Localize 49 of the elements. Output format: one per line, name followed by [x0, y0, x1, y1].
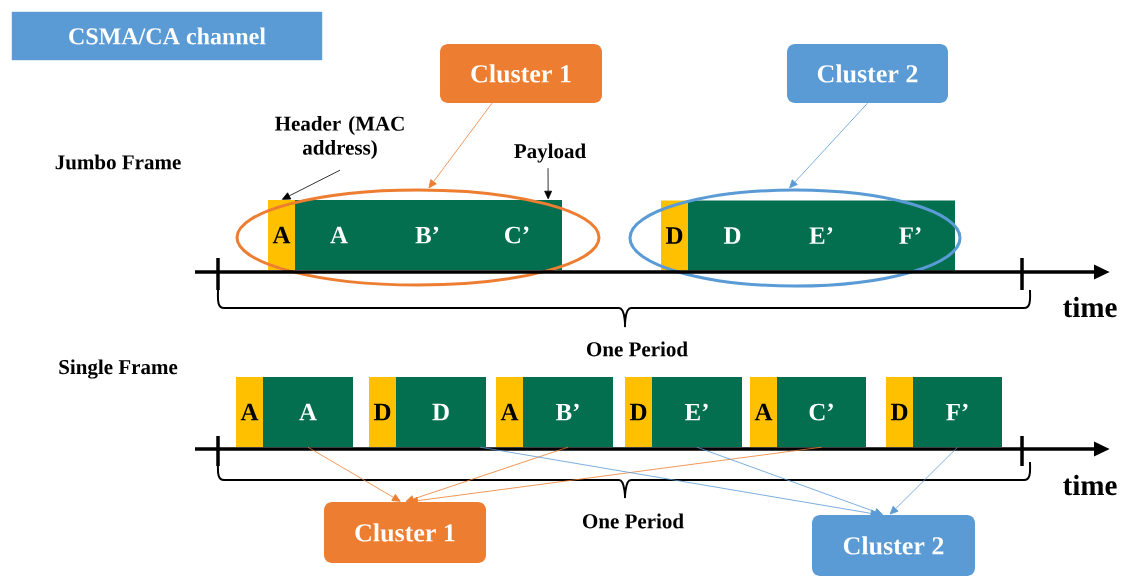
payload-block: A — [295, 200, 383, 270]
axis-label: time — [1063, 296, 1117, 318]
cluster-callout: Cluster 2 — [787, 44, 948, 103]
cluster-callout: Cluster 2 — [812, 515, 975, 576]
payload-block: C’ — [472, 200, 562, 270]
arrow — [544, 167, 553, 200]
title-banner: CSMA/CA channel — [11, 11, 323, 61]
payload-block: A — [263, 377, 353, 447]
payload-block: B’ — [383, 200, 472, 270]
arrow — [282, 169, 341, 200]
header-block: A — [236, 377, 263, 447]
header-block: D — [661, 200, 688, 271]
payload-block: F’ — [913, 377, 1002, 447]
row-label: Jumbo Frame — [55, 154, 181, 170]
payload-block: E’ — [652, 377, 742, 447]
annotation-text: Header (MAC address) — [275, 116, 404, 159]
cluster-callout: Cluster 1 — [440, 44, 602, 103]
node-label: B’ — [415, 226, 439, 244]
cluster-callout: Cluster 1 — [324, 502, 486, 563]
node-label: E’ — [809, 227, 833, 244]
arrow — [307, 446, 401, 502]
payload-block: C’ — [777, 377, 866, 447]
header-block: D — [625, 377, 652, 447]
arrow — [889, 446, 958, 515]
payload-block: E’ — [777, 200, 866, 271]
payload-block: D — [396, 377, 486, 447]
payload-block: F’ — [866, 200, 955, 271]
arrow — [405, 446, 569, 503]
header-block: D — [886, 377, 913, 447]
arrow — [428, 102, 493, 189]
header-block: D — [369, 377, 396, 447]
payload-block: B’ — [523, 377, 613, 447]
node-label: D — [723, 227, 741, 244]
period-label: One Period — [583, 513, 684, 529]
node-label: F’ — [899, 227, 921, 244]
node-label: A — [330, 226, 348, 244]
row-label: Single Frame — [59, 359, 178, 379]
payload-block: D — [688, 200, 777, 271]
header-block: A — [750, 377, 777, 447]
group-ellipse — [235, 188, 601, 287]
node-label: C’ — [505, 226, 529, 244]
group-ellipse — [628, 188, 962, 288]
arrow — [696, 446, 883, 516]
header-block: A — [496, 377, 523, 447]
annotation-text: Payload — [514, 143, 586, 163]
header-block: A — [268, 200, 295, 270]
arrow — [789, 102, 868, 189]
period-label: One Period — [587, 341, 688, 357]
axis-label: time — [1063, 474, 1117, 496]
